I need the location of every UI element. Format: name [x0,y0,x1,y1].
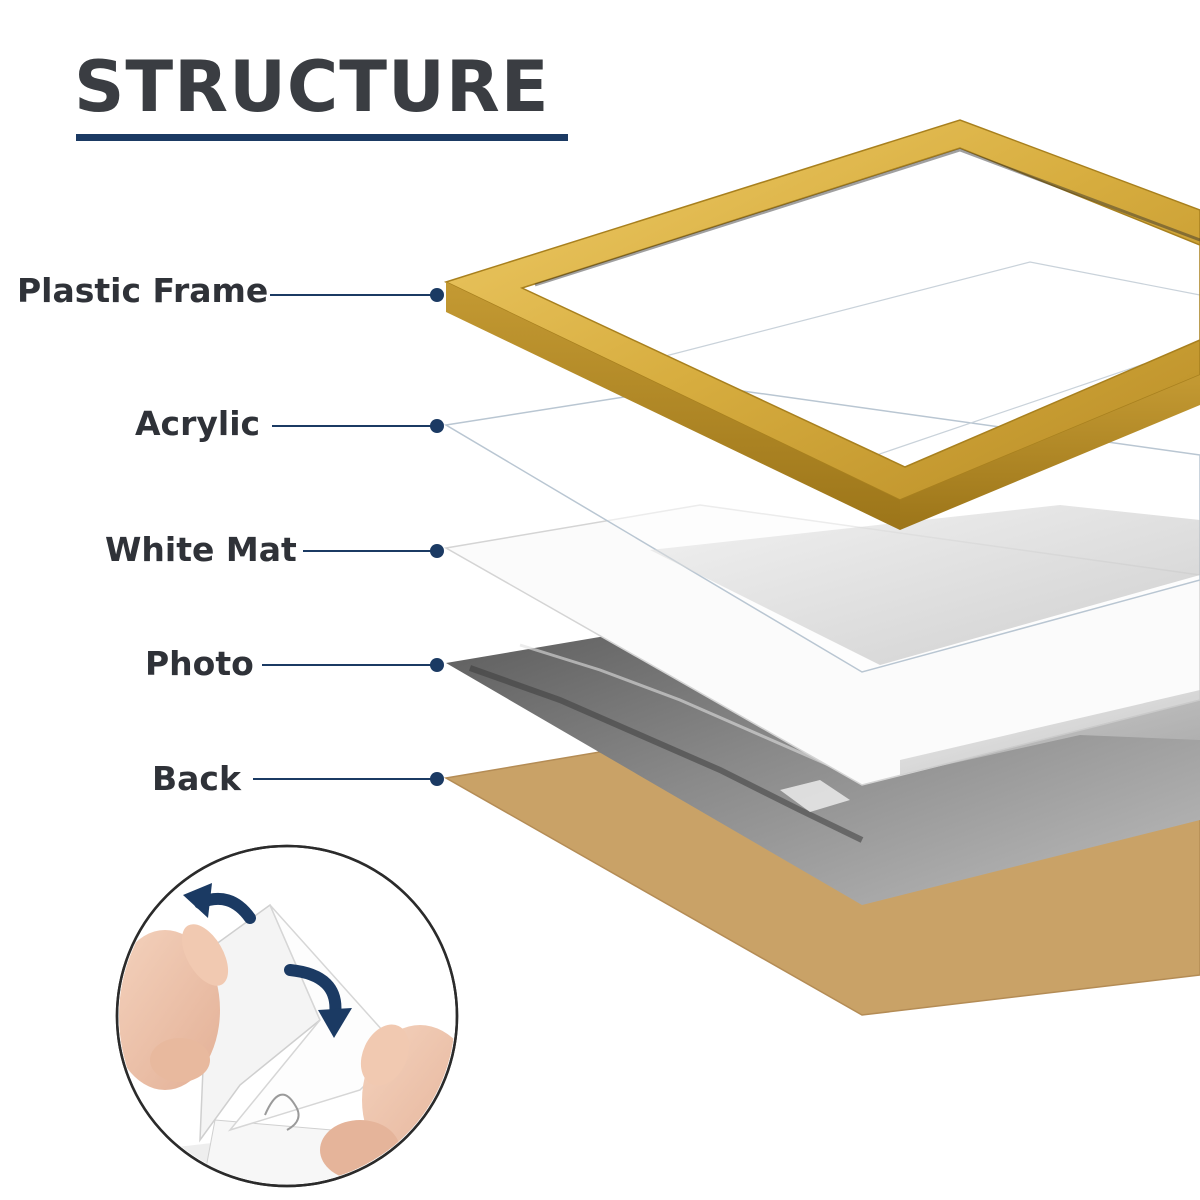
peeled-film-left [199,903,321,1143]
leader-acrylic [272,419,444,433]
curved-arrow-down-right-icon [284,964,352,1038]
leader-plastic-frame [270,288,444,302]
label-white-mat: White Mat [105,530,297,569]
peeled-film-right [227,904,402,1132]
label-acrylic: Acrylic [135,404,261,443]
left-hand [119,924,229,1090]
label-back: Back [152,759,241,798]
leader-white-mat [303,544,444,558]
label-photo: Photo [145,644,254,683]
label-plastic-frame: Plastic Frame [17,271,269,310]
curved-arrow-up-left-icon [183,883,256,924]
title-underline [76,134,568,141]
peel-film-inset [115,844,459,1188]
leader-back [253,772,444,786]
leader-photo [262,658,444,672]
page-title: STRUCTURE [74,46,550,128]
plastic-frame-layer [443,119,1200,530]
